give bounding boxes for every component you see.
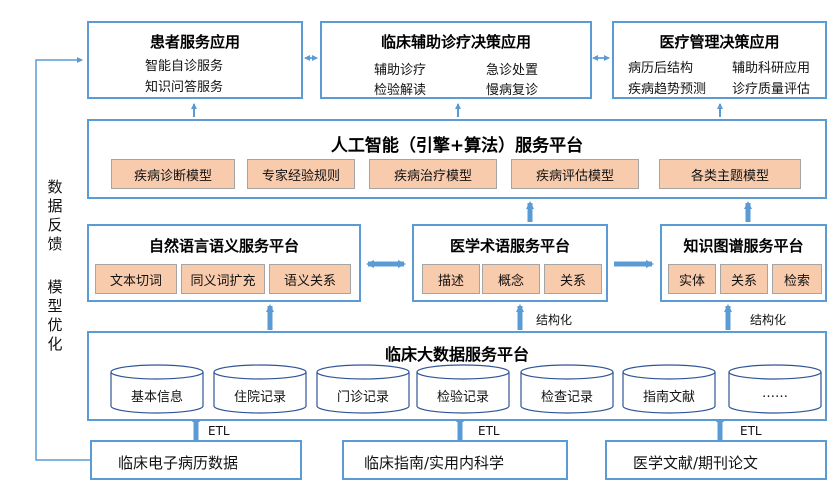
management-decision-box: 医疗管理决策应用 病历后结构 辅助科研应用 疾病趋势预测 诊疗质量评估 [612, 21, 827, 99]
clinical-item: 慢病复诊 [486, 83, 539, 98]
term-chip: 概念 [482, 264, 540, 294]
source-box-emr: 临床电子病历数据 [90, 440, 302, 480]
database-cylinder: 指南文献 [622, 364, 716, 416]
management-item: 辅助科研应用 [732, 61, 811, 76]
clinical-item: 急诊处置 [486, 63, 539, 78]
ai-chip: 疾病评估模型 [511, 159, 639, 189]
nlp-chip: 同义词扩充 [181, 264, 265, 294]
term-chip: 关系 [544, 264, 602, 294]
clinical-item: 检验解读 [374, 83, 427, 98]
cylinder-icon [728, 364, 822, 414]
knowledge-graph-title: 知识图谱服务平台 [683, 237, 804, 255]
patient-service-box: 患者服务应用 智能自诊服务 知识问答服务 [87, 21, 303, 99]
management-decision-title: 医疗管理决策应用 [659, 33, 780, 51]
database-cylinder: 门诊记录 [316, 364, 410, 416]
terminology-platform-title: 医学术语服务平台 [449, 237, 570, 255]
management-item: 疾病趋势预测 [628, 82, 707, 97]
cylinder-label: …… [762, 386, 788, 401]
database-cylinder: 检验记录 [416, 364, 510, 416]
terminology-platform-box: 医学术语服务平台 描述 概念 关系 [412, 224, 608, 302]
term-chip: 描述 [422, 264, 480, 294]
knowledge-graph-box: 知识图谱服务平台 实体 关系 检索 [660, 224, 827, 302]
source-label: 临床电子病历数据 [118, 454, 239, 472]
cylinder-label: 检查记录 [540, 390, 593, 405]
kg-chip: 实体 [668, 264, 716, 294]
database-cylinder: …… [728, 364, 822, 416]
nlp-chip: 文本切词 [95, 264, 177, 294]
structuring-label: 结构化 [536, 313, 573, 327]
clinical-decision-title: 临床辅助诊疗决策应用 [380, 33, 531, 51]
cylinder-icon [213, 364, 307, 414]
cylinder-icon [316, 364, 410, 414]
feedback-loop-line [35, 57, 90, 461]
database-cylinder: 住院记录 [213, 364, 307, 416]
clinical-decision-box: 临床辅助诊疗决策应用 辅助诊疗 急诊处置 检验解读 慢病复诊 [320, 21, 592, 99]
cylinder-icon [110, 364, 204, 414]
ai-platform-box: 人工智能（引擎+算法）服务平台 疾病诊断模型 专家经验规则 疾病治疗模型 疾病评… [87, 119, 827, 199]
ai-chip: 疾病治疗模型 [369, 159, 497, 189]
management-item: 病历后结构 [628, 61, 694, 76]
cylinder-label: 住院记录 [233, 390, 286, 405]
patient-item: 知识问答服务 [145, 80, 224, 95]
management-item: 诊疗质量评估 [732, 82, 811, 97]
nlp-platform-title: 自然语言语义服务平台 [148, 237, 299, 255]
patient-item: 智能自诊服务 [145, 59, 224, 74]
cylinder-label: 指南文献 [642, 390, 695, 405]
nlp-platform-box: 自然语言语义服务平台 文本切词 同义词扩充 语义关系 [87, 224, 361, 302]
ai-platform-title: 人工智能（引擎+算法）服务平台 [330, 136, 584, 156]
source-label: 医学文献/期刊论文 [633, 454, 759, 472]
etl-label: ETL [208, 424, 230, 438]
structuring-label: 结构化 [750, 313, 787, 327]
ai-chip: 各类主题模型 [659, 159, 801, 189]
kg-chip: 检索 [772, 264, 822, 294]
cylinder-label: 检验记录 [436, 390, 489, 405]
bigdata-platform-title: 临床大数据服务平台 [384, 345, 529, 364]
database-cylinder: 检查记录 [520, 364, 614, 416]
source-box-literature: 医学文献/期刊论文 [605, 440, 827, 480]
cylinder-icon [622, 364, 716, 414]
cylinder-icon [520, 364, 614, 414]
feedback-text-model: 模型优化 [47, 278, 63, 353]
source-box-guidelines: 临床指南/实用内科学 [342, 440, 568, 480]
ai-chip: 专家经验规则 [247, 159, 355, 189]
feedback-text-data: 数据反馈 [47, 178, 63, 253]
database-cylinder: 基本信息 [110, 364, 204, 416]
etl-label: ETL [478, 424, 500, 438]
kg-chip: 关系 [720, 264, 768, 294]
cylinder-icon [416, 364, 510, 414]
source-label: 临床指南/实用内科学 [364, 454, 505, 472]
cylinder-label: 基本信息 [130, 390, 183, 405]
nlp-chip: 语义关系 [269, 264, 351, 294]
clinical-item: 辅助诊疗 [374, 63, 427, 78]
etl-label: ETL [740, 424, 762, 438]
ai-chip: 疾病诊断模型 [111, 159, 235, 189]
cylinder-label: 门诊记录 [336, 390, 389, 405]
patient-service-title: 患者服务应用 [149, 33, 240, 51]
